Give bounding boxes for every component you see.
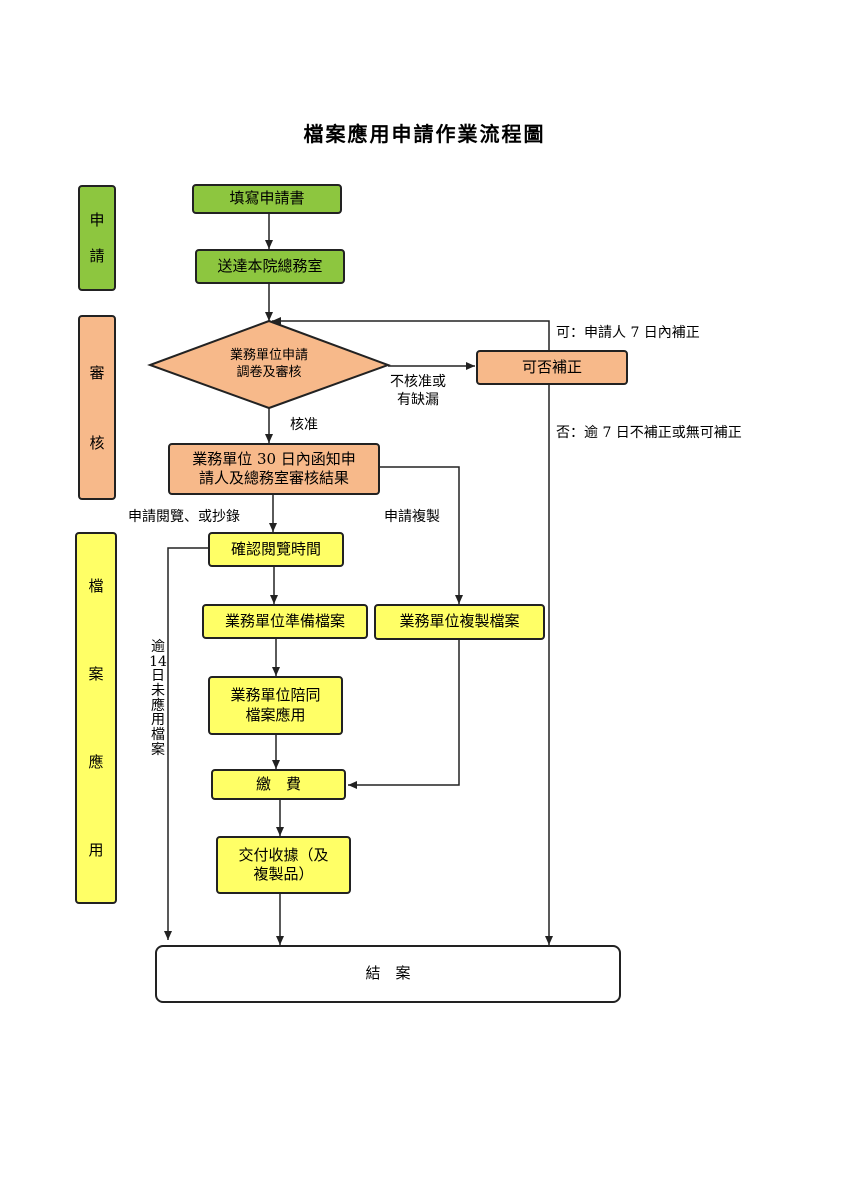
label-no-correct: 否：逾 7 日不補正或無可補正: [556, 425, 742, 441]
review-decision-diamond: [147, 319, 391, 410]
node-deliver: 送達本院總務室: [195, 249, 345, 284]
node-review-decision: 業務單位申請 調卷及審核: [229, 348, 308, 380]
label-approved: 核准: [290, 417, 318, 433]
node-deliver-receipt: 交付收據（及 複製品）: [216, 836, 351, 894]
label-apply-view: 申請閱覽、或抄錄: [128, 509, 240, 525]
label-apply-copy: 申請複製: [384, 509, 440, 525]
node-prepare-files: 業務單位準備檔案: [202, 604, 368, 639]
node-copy-files: 業務單位複製檔案: [374, 604, 545, 640]
stage-use-label: 檔案應用: [88, 577, 104, 859]
node-accompany: 業務單位陪同 檔案應用: [208, 676, 343, 735]
label-not-approved: 不核准或 有缺漏: [390, 374, 446, 409]
stage-review-label: 審核: [89, 363, 105, 452]
arrow-overdue-to-close: [164, 547, 208, 940]
label-overdue: 逾14日未應用檔案: [149, 639, 167, 758]
node-pay-fee: 繳 費: [211, 769, 346, 800]
label-yes-correct: 可：申請人 7 日內補正: [556, 325, 700, 341]
node-can-correct: 可否補正: [476, 350, 628, 385]
arrow-notify-to-copy: [380, 466, 463, 604]
stage-apply-label: 申請: [89, 211, 105, 265]
stage-use: 檔案應用: [75, 532, 117, 904]
node-confirm-time: 確認閱覽時間: [208, 532, 344, 567]
arrow-correct-back-to-review: [272, 317, 550, 350]
node-notify-result: 業務單位 30 日內函知申 請人及總務室審核結果: [168, 443, 380, 495]
stage-apply: 申請: [78, 185, 116, 291]
node-fill-form: 填寫申請書: [192, 184, 342, 214]
node-close-case: 結 案: [155, 945, 621, 1003]
page-title: 檔案應用申請作業流程圖: [303, 122, 546, 146]
arrow-copy-to-pay: [348, 640, 460, 789]
stage-review: 審核: [78, 315, 116, 500]
